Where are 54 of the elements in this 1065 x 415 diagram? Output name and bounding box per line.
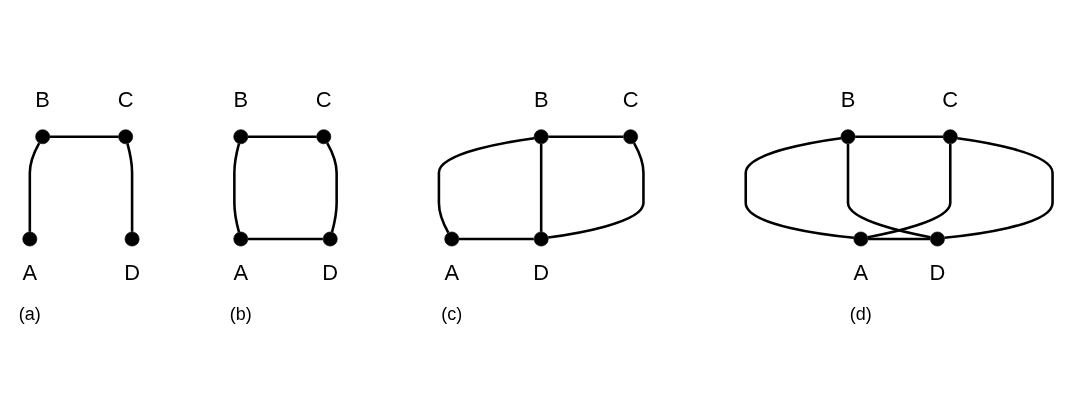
connector [247, 135, 317, 139]
node-label: C [622, 86, 639, 112]
connector [855, 135, 944, 139]
node-circle [233, 231, 249, 247]
node-label: B [840, 86, 856, 112]
node-circle [322, 231, 338, 247]
label: (a) [18, 304, 41, 325]
connector [49, 135, 119, 139]
node-circle [840, 129, 856, 145]
node-circle [942, 129, 958, 145]
connector [247, 237, 323, 241]
node-circle [623, 129, 638, 145]
node-label: C [315, 86, 332, 112]
connector [458, 237, 534, 241]
node-circle [35, 129, 51, 145]
label: (c) [441, 304, 463, 325]
node-label: C [942, 86, 959, 112]
connector [539, 143, 543, 232]
connector [437, 137, 535, 234]
node-circle [853, 231, 869, 247]
connector [548, 135, 624, 139]
connector [233, 143, 241, 233]
connector [548, 142, 645, 239]
node-label: A [233, 260, 249, 286]
node-circle [316, 129, 332, 145]
node-label: C [117, 86, 134, 112]
node-label: B [533, 86, 549, 112]
node-label: A [444, 260, 460, 286]
connector [846, 143, 931, 239]
node-circle [233, 129, 249, 145]
node-circle [533, 129, 549, 145]
connector [944, 137, 1054, 240]
node-label: B [233, 86, 249, 112]
node-label: A [22, 260, 38, 286]
node-circle [124, 231, 140, 247]
node-label: A [853, 260, 869, 286]
label: (b) [229, 304, 252, 325]
connector [868, 237, 931, 241]
connector [326, 142, 338, 233]
node-circle [22, 231, 38, 247]
node-circle [533, 231, 549, 247]
node-circle [930, 231, 945, 247]
node-label: D [322, 260, 339, 286]
node-label: D [533, 260, 550, 286]
node-circle [118, 129, 134, 145]
node-label: D [929, 260, 946, 286]
node-label: B [35, 86, 50, 112]
connector [126, 143, 134, 232]
node-circle [444, 231, 460, 247]
connector [744, 137, 854, 240]
label: (d) [849, 304, 872, 325]
node-label: D [124, 260, 140, 286]
connector [28, 142, 41, 232]
connector [867, 143, 952, 239]
